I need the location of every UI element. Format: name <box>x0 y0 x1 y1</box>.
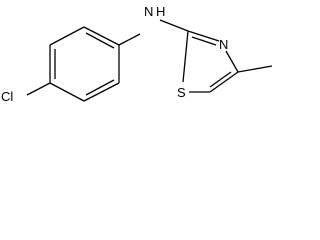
bond-ring-chlorine <box>26 82 51 96</box>
thiazole-ring <box>182 30 239 93</box>
bond-c4-c5-inner <box>209 71 232 88</box>
bond-c3-c4 <box>83 82 120 102</box>
bond-c4-c5 <box>49 82 85 102</box>
bond-amine-thiazole <box>159 19 189 32</box>
bond-c6-c1 <box>49 26 85 46</box>
double-bond-inner-1 <box>85 32 115 49</box>
bond-methyl <box>237 65 273 73</box>
amine-nitrogen-label: N <box>144 4 153 19</box>
ring-nitrogen-label: N <box>219 37 228 52</box>
bond-n3-c4 <box>225 50 239 73</box>
chlorine-label: Cl <box>1 89 13 104</box>
ring-sulfur-label: S <box>177 85 186 100</box>
bond-c1-c2 <box>83 26 120 46</box>
bond-c4-c5-double <box>209 71 239 93</box>
chemical-structure: Cl N H N S <box>1 4 273 104</box>
bond-ring-amine <box>118 33 141 46</box>
bond-c2-n3-inner <box>191 36 217 46</box>
bond-c2-n3-double <box>187 30 220 42</box>
bond-s1-c2 <box>182 30 189 83</box>
amine-hydrogen-label: H <box>156 4 165 19</box>
double-bond-inner-2 <box>85 79 115 96</box>
chlorophenyl-ring <box>49 26 120 102</box>
